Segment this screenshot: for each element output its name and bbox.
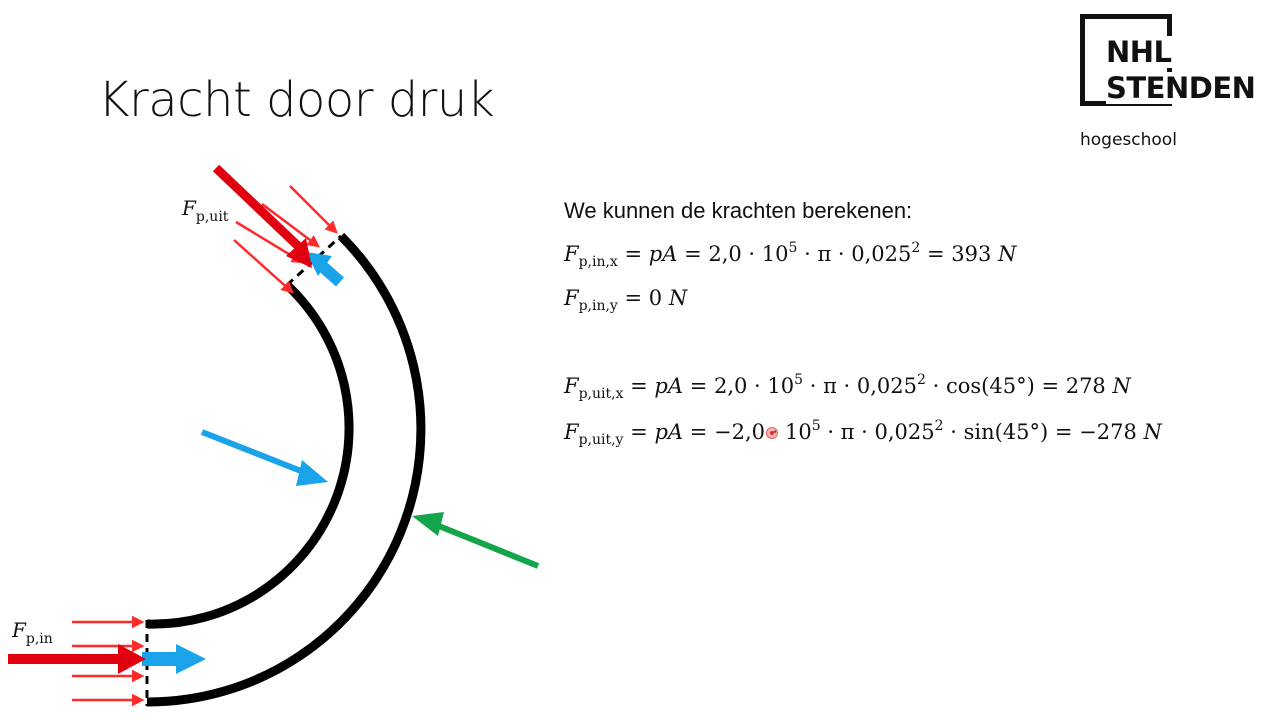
outlet-force-arrow: [212, 164, 312, 268]
equation-f-in-x: Fp,in,x = pA = 2,0 · 105 · π · 0,0252 = …: [564, 240, 1017, 270]
inlet-pressure-arrows: [72, 615, 145, 707]
pipe-outer-wall: [146, 232, 426, 707]
logo-subtitle: hogeschool: [1080, 130, 1177, 150]
nhl-stenden-logo: NHL STENDEN hogeschool: [1080, 14, 1260, 154]
label-f-p-uit: Fp,uit: [182, 196, 229, 225]
slide-title: Kracht door druk: [98, 72, 495, 128]
outlet-flow-arrow: [306, 252, 344, 287]
inlet-force-arrow: [8, 644, 146, 674]
logo-line-2: STENDEN: [1106, 71, 1258, 105]
equation-f-uit-y: Fp,uit,y = pA = −2,0 · 105 · π · 0,0252 …: [564, 418, 1162, 448]
label-f-p-in: Fp,in: [12, 618, 53, 647]
inner-wall-force-arrow: [200, 429, 328, 486]
inlet-flow-arrow: [142, 644, 206, 674]
equation-f-in-y: Fp,in,y = 0 N: [564, 286, 688, 314]
pipe-bend-diagram: [8, 164, 540, 707]
pipe-inner-wall: [146, 281, 354, 629]
reaction-force-arrow: [412, 512, 540, 569]
outlet-cap: [285, 234, 343, 287]
equation-f-uit-x: Fp,uit,x = pA = 2,0 · 105 · π · 0,0252 ·…: [564, 372, 1131, 402]
logo-line-1: NHL: [1106, 35, 1174, 69]
pointer-dot-icon: [766, 427, 778, 439]
equations-intro: We kunnen de krachten berekenen:: [564, 198, 913, 223]
